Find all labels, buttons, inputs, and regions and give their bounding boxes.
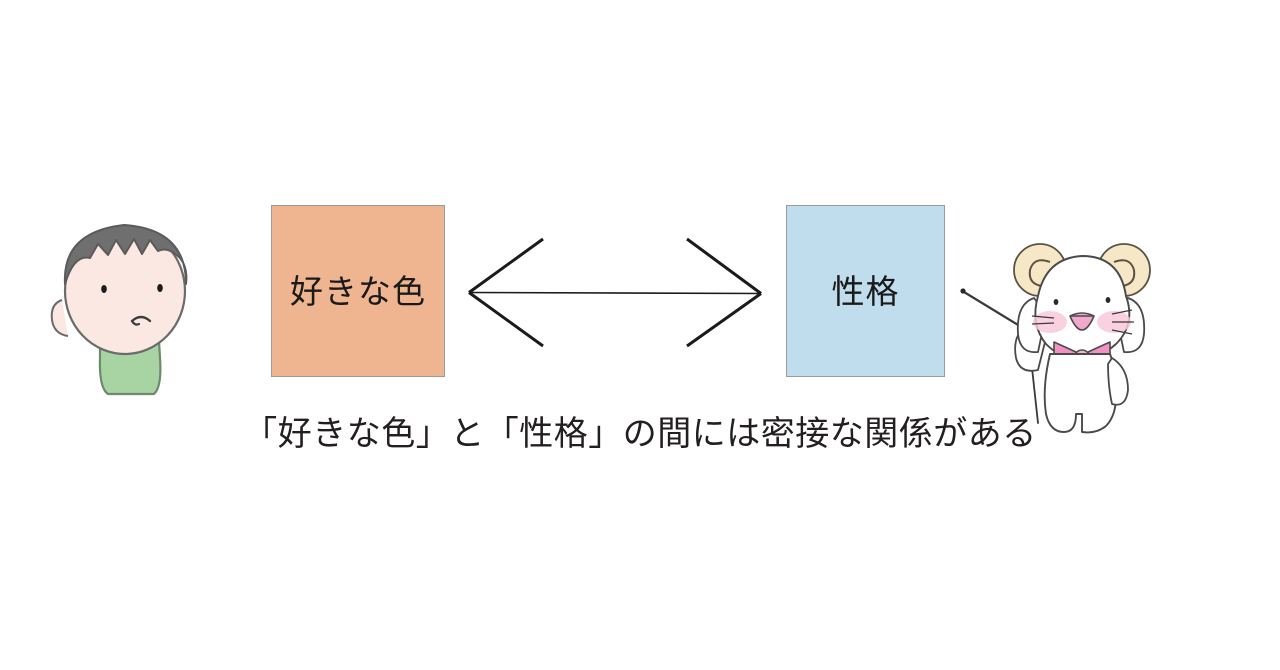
boy-hair	[63, 224, 188, 285]
diagram-caption: 「好きな色」と「性格」の間には密接な関係がある	[243, 415, 1037, 453]
sheep-head	[1034, 255, 1131, 361]
sheep-body	[1043, 353, 1118, 434]
boy-mouth	[130, 315, 152, 326]
boy-eyes	[101, 284, 163, 293]
sheep-nose	[1069, 312, 1095, 331]
concept-box-personality-label: 性格	[831, 272, 900, 310]
concept-box-favorite-color: 好きな色	[271, 205, 445, 377]
double-headed-arrow-icon	[468, 237, 762, 348]
sheep-right-arm	[1107, 357, 1129, 406]
sheep-eyes	[1053, 297, 1111, 305]
concept-box-favorite-color-label: 好きな色	[290, 272, 426, 310]
puzzled-boy-illustration	[50, 224, 188, 396]
sheep-teacher-illustration	[960, 243, 1151, 434]
sheep-whiskers	[1031, 309, 1134, 335]
concept-box-personality: 性格	[786, 205, 945, 377]
boy-ear	[50, 299, 69, 337]
